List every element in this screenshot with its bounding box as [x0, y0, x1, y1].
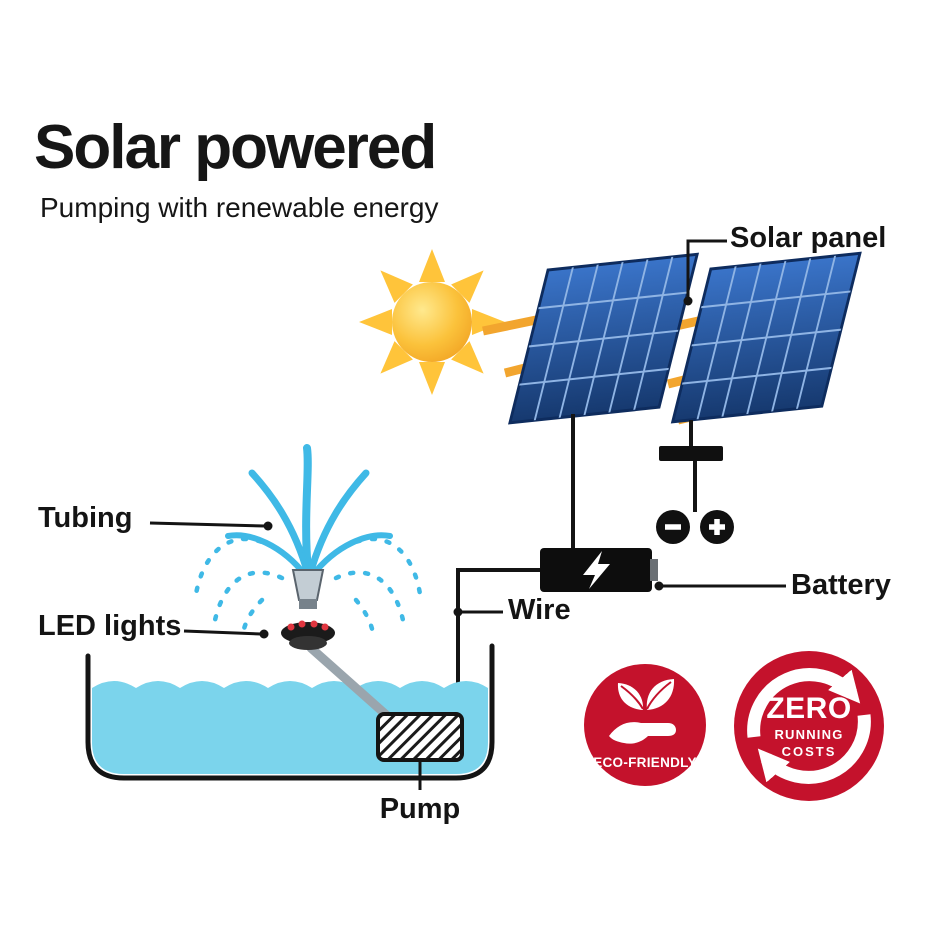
- label-tubing: Tubing: [38, 502, 133, 534]
- plus-terminal-icon: [700, 510, 734, 544]
- panel-junction-box: [659, 446, 723, 461]
- eco-friendly-badge: ECO-FRIENDLY: [583, 663, 707, 787]
- zero-badge-line3: COSTS: [781, 743, 837, 759]
- zero-badge-line2: RUNNING: [774, 727, 844, 743]
- label-led-lights: LED lights: [38, 610, 182, 642]
- zero-badge-line1: ZERO: [766, 692, 852, 726]
- label-battery: Battery: [791, 569, 891, 601]
- label-pump: Pump: [379, 793, 461, 825]
- fountain-spray-icon: [193, 444, 423, 641]
- zero-badge-text: ZERO RUNNING COSTS: [731, 648, 887, 804]
- eco-badge-label: ECO-FRIENDLY: [593, 755, 697, 770]
- pump-tube: [306, 643, 397, 725]
- zero-costs-badge: ZERO RUNNING COSTS: [731, 648, 887, 804]
- label-wire: Wire: [508, 594, 571, 626]
- page-subtitle: Pumping with renewable energy: [40, 192, 439, 223]
- solar-panel-graphic: [508, 251, 862, 425]
- lightning-bolt-icon: [583, 551, 610, 589]
- pump-icon: [376, 712, 464, 762]
- hand-leaf-icon: [609, 679, 676, 744]
- basin-outline: [85, 643, 495, 781]
- led-lights-icon: [281, 620, 335, 650]
- battery-icon: [540, 548, 658, 592]
- fountain-nozzle: [291, 569, 325, 609]
- cycle-arrows-icon: [747, 668, 871, 784]
- zero-badge-art: [734, 651, 884, 801]
- minus-terminal-icon: [656, 510, 690, 544]
- sun-icon: [359, 249, 505, 395]
- label-solar-panel: Solar panel: [730, 222, 887, 254]
- wire-lines: [456, 414, 697, 714]
- page-title: Solar powered: [34, 113, 437, 182]
- label-connectors: [149, 239, 786, 790]
- connector-dots: [259, 296, 693, 639]
- basin-graphic: [85, 643, 495, 781]
- eco-badge-art: [584, 664, 706, 786]
